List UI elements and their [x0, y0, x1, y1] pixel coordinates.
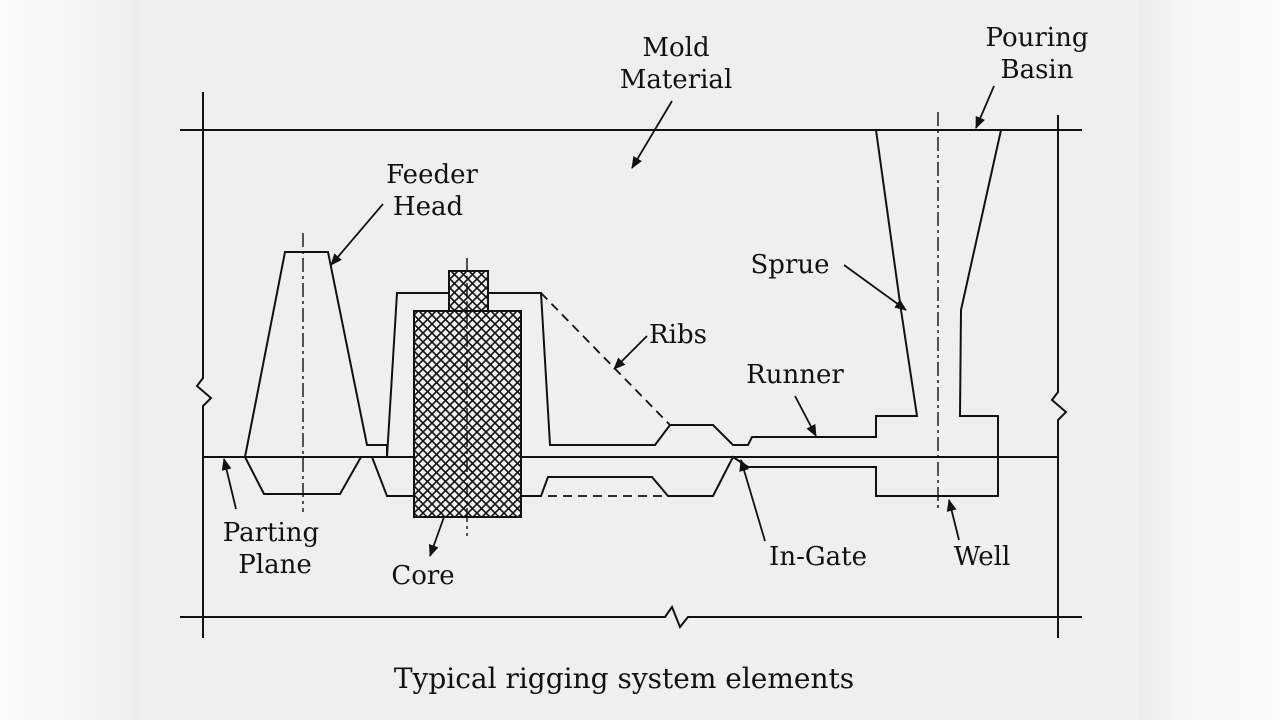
core-shape	[413, 258, 522, 536]
arrow-sprue	[843, 264, 907, 311]
feeder-head-upper	[244, 251, 388, 458]
diagram-caption: Typical rigging system elements	[394, 662, 854, 695]
arrow-feeder-head	[330, 203, 384, 266]
arrow-well	[946, 499, 960, 541]
label-feeder-line1: Feeder	[386, 160, 478, 190]
casting-lower-outline	[521, 455, 999, 497]
label-feeder-line2: Head	[393, 192, 463, 222]
mold-left-edge	[195, 92, 213, 638]
label-in-gate: In-Gate	[769, 542, 867, 572]
leader-arrows	[221, 85, 995, 557]
arrow-runner	[794, 395, 817, 437]
mold-frame	[180, 92, 1082, 638]
label-sprue: Sprue	[750, 250, 829, 280]
arrow-pouring-basin	[975, 85, 995, 129]
sprue-shape	[937, 112, 1002, 512]
core-print	[448, 270, 489, 312]
arrow-ribs	[613, 335, 648, 370]
left-margin	[0, 0, 140, 720]
rib-dashed-line	[540, 292, 671, 426]
label-mold-line2: Material	[620, 65, 733, 95]
label-parting-line2: Plane	[238, 550, 311, 580]
casting-body	[371, 129, 999, 497]
arrow-mold-material	[631, 100, 673, 169]
labels: Mold Material Pouring Basin Feeder Head …	[223, 23, 1089, 591]
label-runner: Runner	[746, 360, 844, 390]
casting-lower-left	[371, 456, 414, 497]
diagram-paper	[140, 0, 1138, 720]
arrow-parting-plane	[221, 458, 237, 510]
casting-upper-outline	[386, 129, 919, 458]
feeder-head-lower	[244, 456, 362, 495]
arrow-in-gate	[739, 459, 766, 542]
right-margin	[1138, 0, 1280, 720]
mold-right-edge	[1050, 115, 1068, 638]
label-parting-line1: Parting	[223, 518, 319, 548]
label-mold-line1: Mold	[642, 33, 709, 63]
label-well: Well	[954, 542, 1011, 572]
sprue-right-wall	[958, 129, 1002, 457]
label-core: Core	[391, 561, 454, 591]
label-pouring-line1: Pouring	[986, 23, 1089, 53]
arrow-core	[429, 516, 445, 557]
feeder-head-shape	[244, 233, 388, 512]
label-pouring-line2: Basin	[1000, 55, 1073, 85]
label-ribs: Ribs	[649, 320, 707, 350]
mold-bottom-edge	[180, 604, 1082, 629]
